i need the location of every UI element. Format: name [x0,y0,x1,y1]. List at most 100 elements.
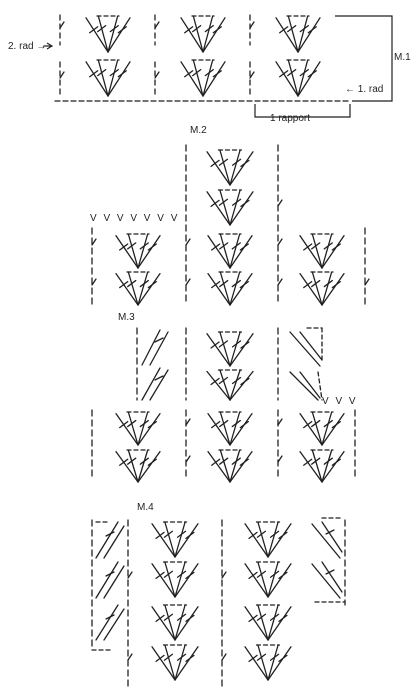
edge-stitch [277,238,283,246]
treble-stitch [206,333,231,367]
stitch-crossbar [219,279,229,288]
treble-stitch [174,523,199,558]
rapport-bracket [254,104,351,118]
treble-stitch [206,151,231,186]
edge-stitch [277,278,283,286]
treble-stitch [151,606,176,641]
stitch-crossbar [278,571,288,580]
half-fan-stitch [289,371,319,401]
treble-stitch [127,449,139,483]
m2-fan-row [299,233,345,269]
m2-fan-row [207,271,253,306]
stitch-crossbar [303,280,313,289]
m1-fan-row1 [85,59,131,97]
edge-stitch [59,21,65,29]
treble-stitch [229,149,241,186]
treble-stitch [321,271,333,306]
stitch-crossbar [155,531,165,540]
treble-stitch [192,59,204,97]
m3-fan-row [115,411,161,446]
stitch-crossbar [210,377,220,386]
stitch-crossbar [185,614,195,623]
edge-stitch [185,238,191,246]
treble-stitch [180,61,204,97]
half-fan-stitch [95,521,119,559]
stitch-crossbar [248,614,258,623]
stitch-crossbar [325,569,335,575]
edge-stitch [185,418,191,426]
stitch-crossbar [231,340,242,348]
stitch-crossbar [139,457,149,465]
stitch-crossbar [325,529,335,535]
treble-stitch [311,233,323,269]
stitch-crossbar [97,24,107,33]
stitch-crossbar [147,243,157,251]
stitch-crossbar [303,243,313,251]
half-fan-stitch [141,367,161,401]
treble-stitch [299,412,323,446]
stitch-crossbar [278,654,288,663]
edge-stitch [277,418,283,426]
stitch-crossbar [139,419,149,428]
m2-top-fan [206,189,254,226]
treble-stitch [244,646,269,681]
stitch-crossbar [185,654,195,663]
treble-stitch [267,561,279,598]
treble-stitch [174,561,186,598]
stitch-crossbar [210,199,220,208]
treble-stitch [311,271,323,306]
stitch-crossbar [212,26,222,34]
stitch-crossbar [210,159,220,168]
half-fan-stitch [103,565,125,599]
stitch-crossbar [127,457,137,465]
half-fan-stitch [299,331,323,361]
treble-stitch [202,17,226,53]
stitch-crossbar [204,24,214,33]
stitch-crossbar [240,159,250,168]
m2-fan-row [115,271,161,306]
m1-fan-row2 [85,15,131,53]
stitch-crossbar [105,614,115,620]
stitch-crossbar [331,420,341,429]
stitch-crossbar [127,419,137,428]
stitch-crossbar [303,420,313,429]
stitch-crossbar [299,68,309,77]
treble-stitch [127,233,139,269]
stitch-crossbar [155,654,165,663]
treble-stitch [206,370,231,401]
treble-stitch [299,235,323,269]
stitch-crossbar [105,571,115,577]
stitch-crossbar [185,531,195,540]
stitch-crossbar [269,570,280,578]
m1-fan-row1 [180,59,226,97]
stitch-crossbar [218,198,229,206]
treble-stitch [244,523,269,558]
stitch-crossbar [119,458,129,466]
row-2-arrow-head [46,42,54,50]
treble-stitch [164,644,176,681]
stitch-crossbar [279,26,289,34]
m1-label: M.1 [394,52,411,63]
treble-stitch [267,604,279,641]
stitch-crossbar [323,279,333,288]
treble-stitch [127,271,139,306]
half-fan-stitch [311,523,341,559]
treble-stitch [267,521,279,558]
stitch-crossbar [307,70,317,78]
stitch-crossbar [299,24,309,33]
stitch-crossbar [204,68,214,77]
treble-stitch [229,151,254,186]
treble-stitch [115,412,139,446]
half-fan-stitch [321,521,343,553]
stitch-crossbar [89,26,99,34]
stitch-crossbar [231,158,242,166]
stitch-crossbar [269,653,280,661]
m4-fan [151,521,199,558]
treble-stitch [311,449,323,483]
stitch-crossbar [163,653,174,661]
treble-stitch [107,61,131,97]
half-fan-stitch [95,604,119,641]
stitch-crossbar [105,531,115,537]
m4-fan [244,521,292,558]
stitch-crossbar [231,376,242,385]
